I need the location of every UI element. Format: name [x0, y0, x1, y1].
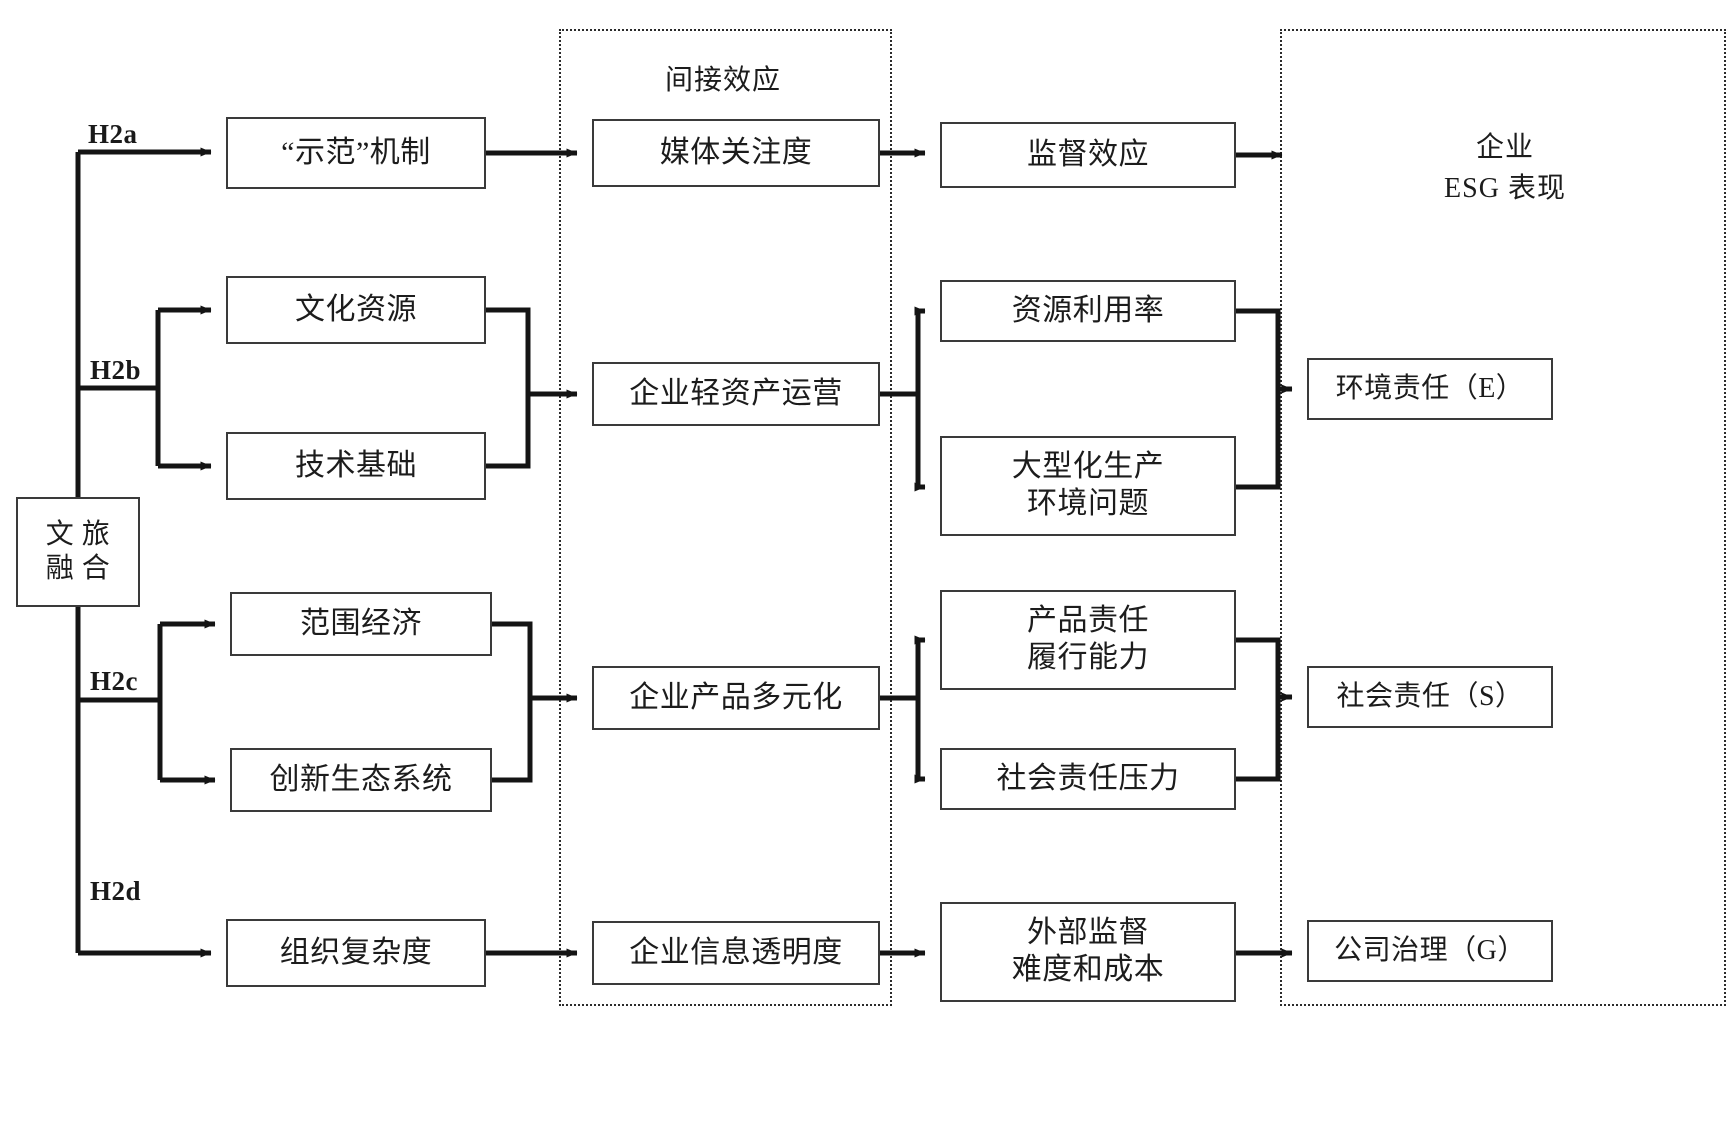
node-innovation-ecosystem[interactable]: 创新生态系统: [230, 748, 492, 812]
node-source-integration[interactable]: 文 旅 融 合: [16, 497, 140, 607]
node-social-responsibility-pressure-label: 社会责任压力: [996, 761, 1180, 795]
node-environmental-responsibility[interactable]: 环境责任（E）: [1307, 358, 1553, 420]
hypothesis-label-h2c: H2c: [90, 666, 138, 696]
node-source-integration-label: 文 旅 融 合: [45, 518, 111, 584]
node-product-responsibility[interactable]: 产品责任 履行能力: [940, 590, 1236, 690]
region-indirect-effects: [559, 29, 892, 1006]
node-innovation-ecosystem-label: 创新生态系统: [269, 762, 453, 796]
node-product-responsibility-label: 产品责任 履行能力: [1027, 604, 1149, 674]
node-organizational-complexity[interactable]: 组织复杂度: [226, 919, 486, 987]
node-external-supervision-cost-label: 外部监督 难度和成本: [1011, 916, 1165, 986]
node-product-diversification-label: 企业产品多元化: [629, 680, 843, 714]
node-scope-economy[interactable]: 范围经济: [230, 592, 492, 656]
region-esg-performance: [1280, 29, 1726, 1006]
node-supervision-effect-label: 监督效应: [1027, 137, 1149, 171]
node-technology-base-label: 技术基础: [295, 448, 417, 482]
node-light-asset-operation[interactable]: 企业轻资产运营: [592, 362, 880, 426]
node-product-diversification[interactable]: 企业产品多元化: [592, 666, 880, 730]
node-large-scale-environment-label: 大型化生产 环境问题: [1011, 450, 1165, 520]
node-information-transparency-label: 企业信息透明度: [629, 935, 843, 969]
node-supervision-effect[interactable]: 监督效应: [940, 122, 1236, 188]
hypothesis-label-h2b: H2b: [90, 355, 142, 385]
region-label-esg-performance: 企业 ESG 表现: [1444, 132, 1566, 204]
node-organizational-complexity-label: 组织复杂度: [279, 935, 433, 969]
node-scope-economy-label: 范围经济: [300, 606, 422, 640]
node-demonstration-mechanism-label: “示范”机制: [281, 135, 431, 169]
hypothesis-label-h2d: H2d: [90, 876, 142, 906]
node-information-transparency[interactable]: 企业信息透明度: [592, 921, 880, 985]
node-external-supervision-cost[interactable]: 外部监督 难度和成本: [940, 902, 1236, 1002]
region-label-indirect-effects: 间接效应: [665, 65, 782, 96]
node-resource-utilization-rate[interactable]: 资源利用率: [940, 280, 1236, 342]
node-cultural-resource-label: 文化资源: [295, 292, 417, 326]
node-social-responsibility-pressure[interactable]: 社会责任压力: [940, 748, 1236, 810]
node-large-scale-environment[interactable]: 大型化生产 环境问题: [940, 436, 1236, 536]
node-media-attention-label: 媒体关注度: [659, 135, 813, 169]
node-technology-base[interactable]: 技术基础: [226, 432, 486, 500]
node-cultural-resource[interactable]: 文化资源: [226, 276, 486, 344]
node-social-responsibility[interactable]: 社会责任（S）: [1307, 666, 1553, 728]
node-media-attention[interactable]: 媒体关注度: [592, 119, 880, 187]
node-light-asset-operation-label: 企业轻资产运营: [629, 376, 843, 410]
node-environmental-responsibility-label: 环境责任（E）: [1335, 372, 1525, 404]
hypothesis-label-h2a: H2a: [88, 119, 138, 149]
node-social-responsibility-label: 社会责任（S）: [1336, 680, 1524, 712]
node-corporate-governance[interactable]: 公司治理（G）: [1307, 920, 1553, 982]
node-demonstration-mechanism[interactable]: “示范”机制: [226, 117, 486, 189]
node-resource-utilization-rate-label: 资源利用率: [1011, 293, 1165, 327]
node-corporate-governance-label: 公司治理（G）: [1334, 934, 1526, 966]
